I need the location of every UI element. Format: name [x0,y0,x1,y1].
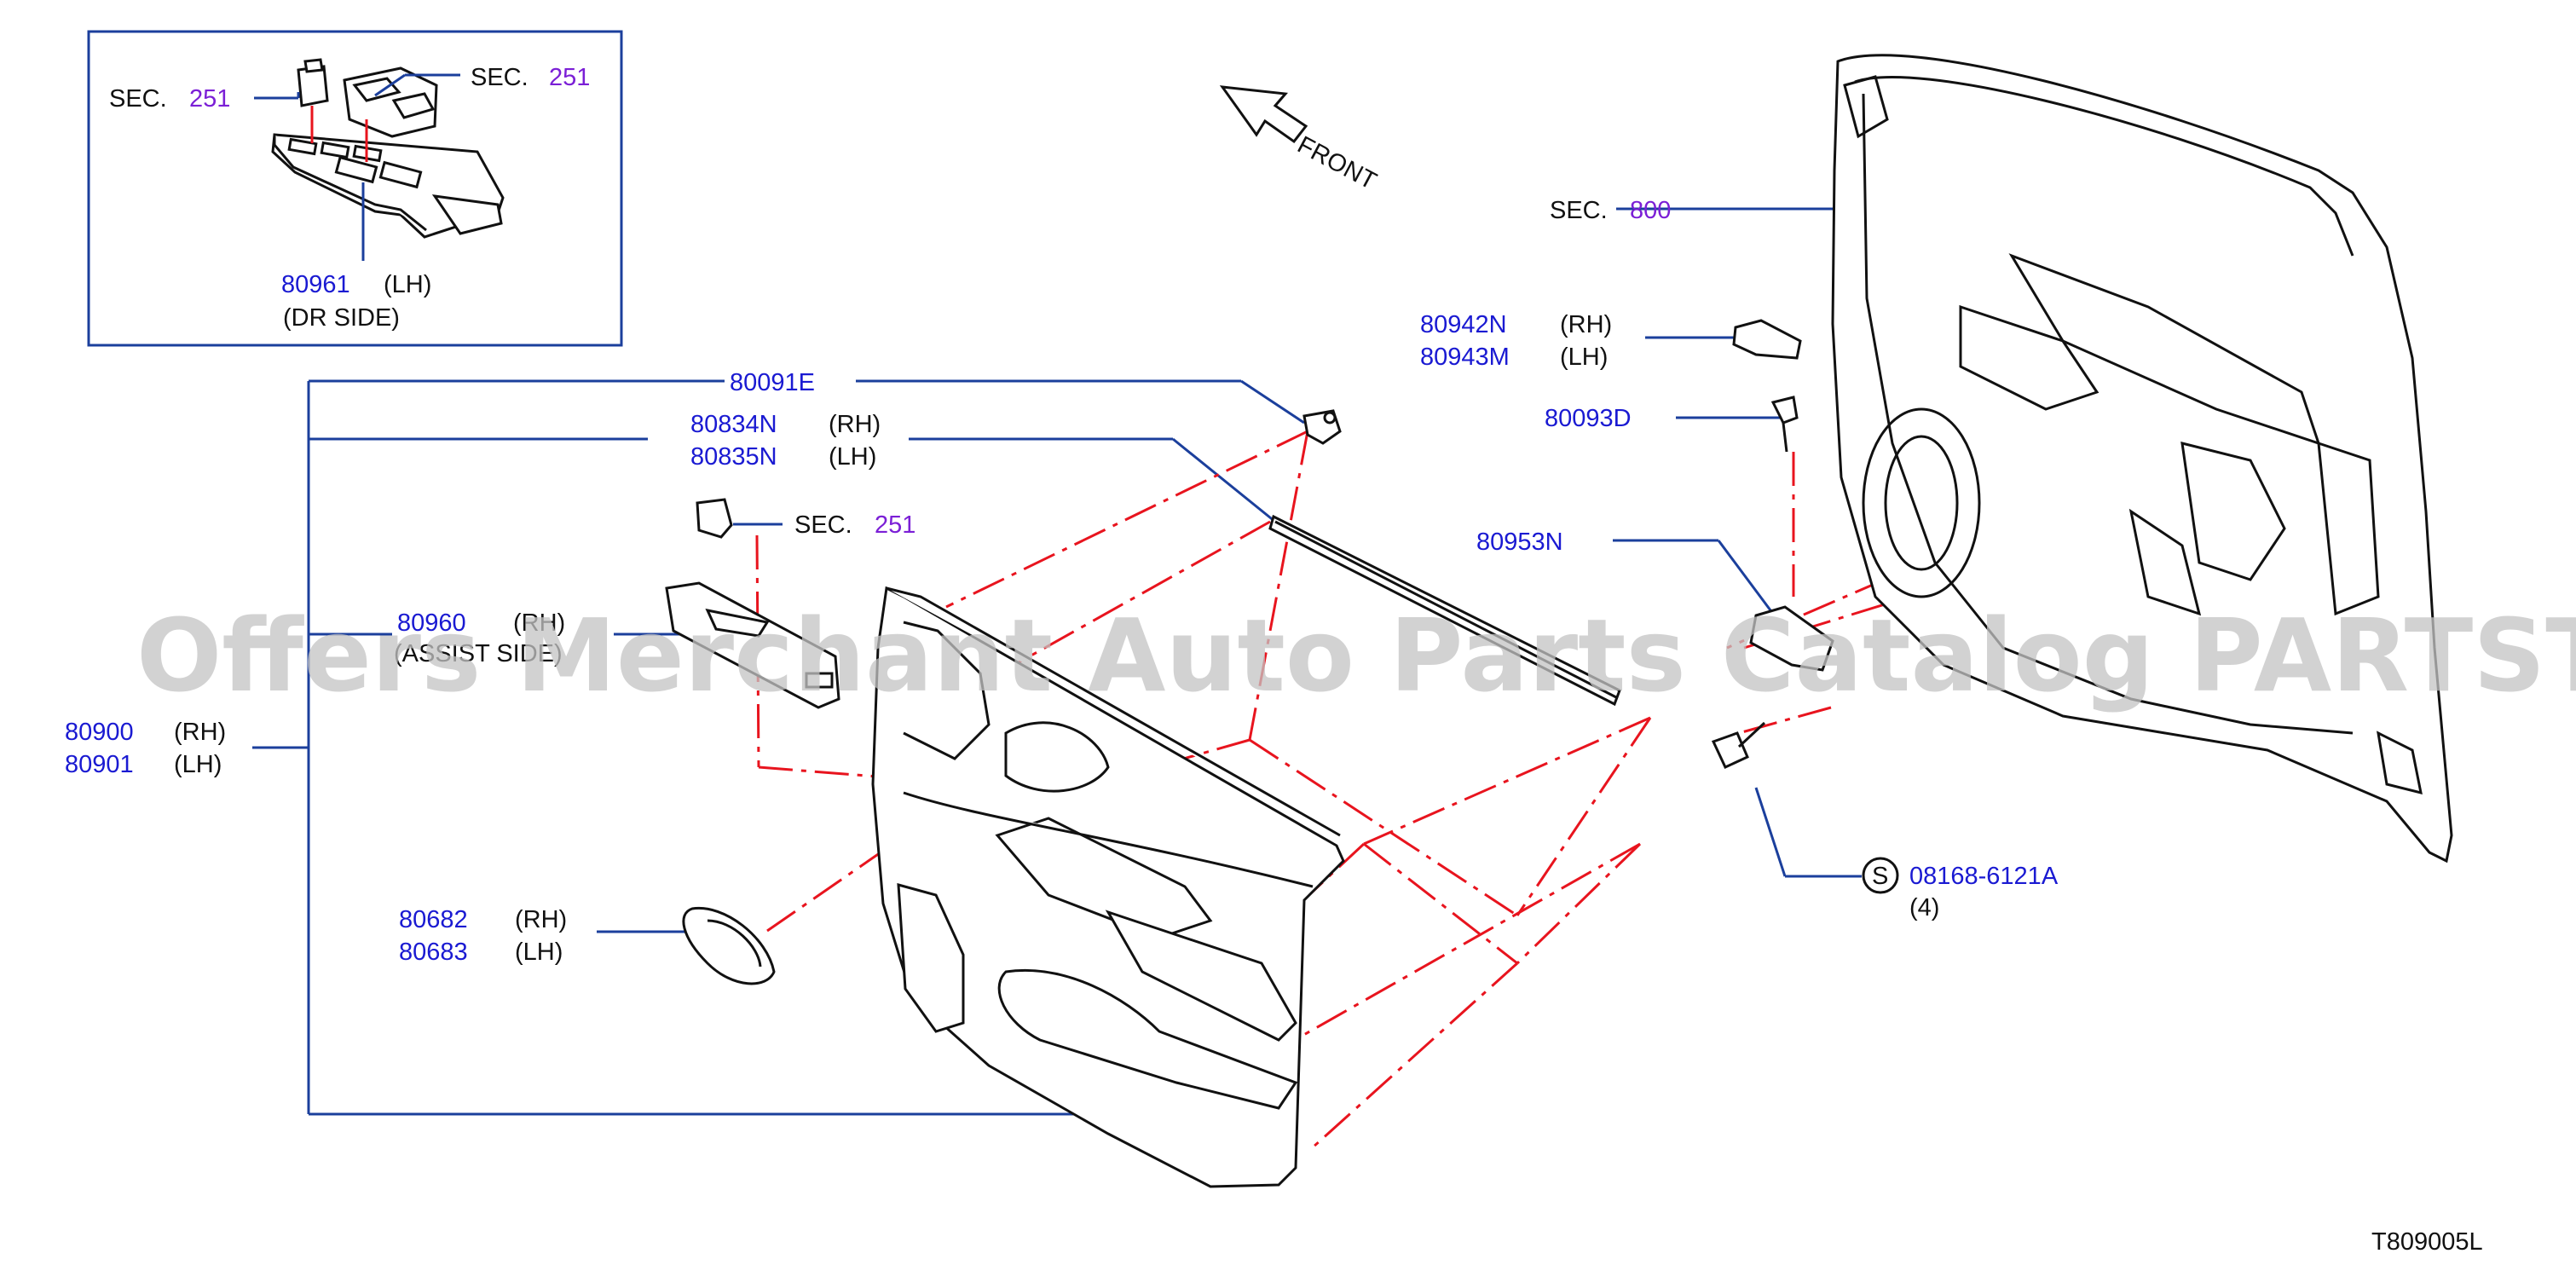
diagram-code: T809005L [2371,1228,2483,1256]
label-80683-side: (LH) [515,939,563,966]
door-sash-moulding-drawing [1268,514,1621,707]
label-80834n-side: (RH) [829,411,881,438]
handle-cover-80682-drawing [682,906,776,985]
label-sec800-num[interactable]: 800 [1630,197,1671,224]
label-80682-side: (RH) [515,906,567,933]
label-sec800-prefix: SEC. [1550,197,1608,224]
front-direction-indicator: FRONT [1219,85,1381,195]
switch-sec251-drawing [696,498,733,539]
watermark: Offers Merchant Auto Parts Catalog PARTS… [136,597,2576,714]
front-arrow-icon [1219,85,1308,144]
power-window-switch-drawing [271,58,505,239]
standard-part-symbol-icon [1862,857,1899,894]
bracket-80953n-drawing [1749,605,1834,672]
label-sec251-num[interactable]: 251 [875,511,915,539]
door-inner-panel-drawing [1831,54,2453,864]
inset-part-number[interactable]: 80961 [281,271,350,298]
inset-sec-a-prefix: SEC. [109,85,167,113]
label-80960[interactable]: 80960 [397,609,466,637]
label-80091e[interactable]: 80091E [730,369,815,396]
pad-80942n-drawing [1732,319,1802,360]
label-sec251-prefix: SEC. [794,511,852,539]
assist-pull-handle-drawing [665,581,840,709]
inset-sec-b-prefix: SEC. [471,64,528,91]
inset-switch-detail: SEC. 251 SEC. 251 80961 (LH) (DR SIDE) [87,30,623,347]
label-80953n[interactable]: 80953N [1476,529,1563,556]
label-80683[interactable]: 80683 [399,939,468,966]
door-trim-panel-drawing [871,586,1345,1188]
label-80834n[interactable]: 80834N [690,411,777,438]
label-80093d[interactable]: 80093D [1545,405,1632,432]
screw-shank [1782,422,1788,453]
label-80835n[interactable]: 80835N [690,443,777,471]
inset-part-side: (LH) [384,271,431,298]
inset-sec-b-num[interactable]: 251 [549,64,590,91]
label-80835n-side: (LH) [829,443,876,471]
screw-80093d-drawing [1770,396,1799,425]
label-80942n[interactable]: 80942N [1420,311,1507,338]
label-80942n-side: (RH) [1560,311,1612,338]
label-08168-6121a[interactable]: 08168-6121A [1909,863,2059,890]
label-80900-side: (RH) [174,719,226,746]
label-80960-side: (RH) [513,609,565,637]
front-label: FRONT [1293,131,1381,195]
part-labels: 80091E 80834N (RH) 80835N (LH) SEC. 251 … [65,197,2483,1256]
label-80943m-side: (LH) [1560,344,1608,371]
label-80901[interactable]: 80901 [65,751,134,778]
inset-sec-a-num[interactable]: 251 [189,85,230,113]
bolt-08168-6121a-drawing [1711,731,1749,769]
clip-80091e-drawing [1302,409,1342,445]
inset-part-note: (DR SIDE) [283,304,400,332]
label-bolt-qty: (4) [1909,894,1939,921]
label-80682[interactable]: 80682 [399,906,468,933]
hardware-parts-drawing [1711,319,1834,769]
label-80960-note: (ASSIST SIDE) [394,640,563,667]
label-80901-side: (LH) [174,751,222,778]
label-80943m[interactable]: 80943M [1420,344,1510,371]
label-bolt-symbol: S [1872,863,1888,890]
label-80900[interactable]: 80900 [65,719,134,746]
bolt-shank [1737,721,1766,748]
